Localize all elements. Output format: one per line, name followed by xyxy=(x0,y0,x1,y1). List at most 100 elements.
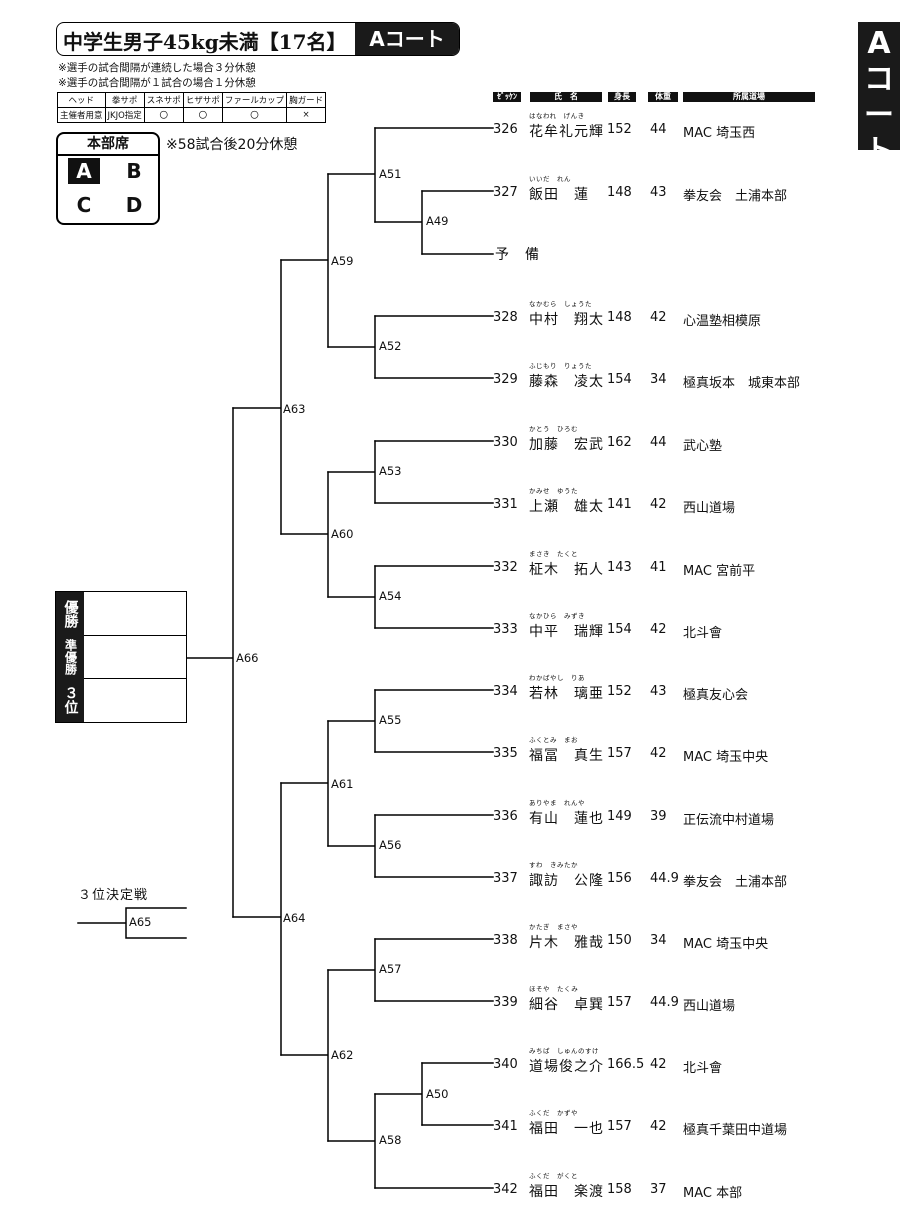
result-label-third: ３位 xyxy=(56,678,84,722)
match-label: A52 xyxy=(379,339,402,353)
entry-ruby: かたぎ まさや xyxy=(529,923,578,931)
hq-cell-c: C xyxy=(76,193,92,217)
equipment-value: JKJO指定 xyxy=(104,107,145,123)
column-header-weight: 体重 xyxy=(648,92,678,102)
hq-cell-a: A xyxy=(68,158,100,184)
entry-height: 152 xyxy=(607,684,632,699)
page-title: 中学生男子45kg未満【17名】 xyxy=(63,30,347,54)
entry-height: 149 xyxy=(607,809,632,824)
entry-dojo: 心温塾相模原 xyxy=(683,314,762,329)
entry-height: 143 xyxy=(607,560,632,575)
entry-number: 334 xyxy=(493,684,518,699)
entry-number: 330 xyxy=(493,435,518,450)
result-label-runner-up: 準優勝 xyxy=(56,635,84,678)
entry-weight: 39 xyxy=(650,809,667,824)
entry-name: 花牟礼元輝 xyxy=(529,124,604,140)
match-label: A54 xyxy=(379,589,402,603)
entry-dojo: 極真友心会 xyxy=(683,688,749,703)
entry-weight: 42 xyxy=(650,1119,667,1134)
entry-number: 339 xyxy=(493,995,518,1010)
entry-dojo: 北斗會 xyxy=(683,626,723,641)
entry-weight: 44 xyxy=(650,435,667,450)
rest-note-2: ※選手の試合間隔が１試合の場合１分休憩 xyxy=(58,77,256,89)
entry-name: 片木 雅哉 xyxy=(529,935,604,951)
entry-dojo: 拳友会 土浦本部 xyxy=(683,875,788,890)
entry-height: 162 xyxy=(607,435,632,450)
entry-dojo: MAC 本部 xyxy=(683,1186,743,1201)
entry-height: 157 xyxy=(607,995,632,1010)
entry-dojo: MAC 埼玉中央 xyxy=(683,750,769,765)
entry-height: 148 xyxy=(607,185,632,200)
court-badge: Aコート xyxy=(355,23,459,55)
entry-weight: 43 xyxy=(650,684,667,699)
entry-number: 328 xyxy=(493,310,518,325)
result-row-runner-up: 準優勝 xyxy=(56,635,186,679)
entry-name: 中平 瑞輝 xyxy=(529,624,604,640)
entry-weight: 42 xyxy=(650,622,667,637)
entry-height: 166.5 xyxy=(607,1057,645,1072)
match-label: A65 xyxy=(129,915,152,929)
entry-ruby: ふくだ かずや xyxy=(529,1109,578,1117)
match-label: A66 xyxy=(236,651,259,665)
result-row-winner: 優勝 xyxy=(56,592,186,636)
entry-ruby: ありやま れんや xyxy=(529,799,585,807)
entry-ruby: いいだ れん xyxy=(529,175,571,183)
entry-name: 福田 楽渡 xyxy=(529,1184,604,1200)
entry-height: 148 xyxy=(607,310,632,325)
entry-ruby: ふくだ がくと xyxy=(529,1172,578,1180)
entry-ruby: はなわれ げんき xyxy=(529,112,585,120)
entry-ruby: まさき たくと xyxy=(529,550,578,558)
entry-dojo: MAC 宮前平 xyxy=(683,564,756,579)
entry-weight: 44.9 xyxy=(650,871,679,886)
entry-ruby: かとう ひろむ xyxy=(529,425,578,433)
match-label: A60 xyxy=(331,527,354,541)
entry-height: 141 xyxy=(607,497,632,512)
match-label: A51 xyxy=(379,167,402,181)
result-label-text: 優勝 xyxy=(62,599,79,628)
entry-name: 福田 一也 xyxy=(529,1121,604,1137)
entry-height: 150 xyxy=(607,933,632,948)
court-side-tab: A コ ー ト xyxy=(858,22,900,169)
entry-ruby: なかむら しょうた xyxy=(529,300,592,308)
entry-height: 157 xyxy=(607,1119,632,1134)
entry-dojo: 正伝流中村道場 xyxy=(683,813,775,828)
entry-number: 327 xyxy=(493,185,518,200)
entry-name: 細谷 卓巽 xyxy=(529,997,604,1013)
entry-weight: 34 xyxy=(650,933,667,948)
column-header-name: 氏 名 xyxy=(530,92,602,102)
results-box: 優勝 準優勝 ３位 xyxy=(55,591,187,723)
entry-name: 柾木 拓人 xyxy=(529,562,604,578)
hq-seat-title: 本部席 xyxy=(58,134,158,156)
entry-ruby: なかひら みずき xyxy=(529,612,585,620)
entry-name: 道場俊之介 xyxy=(529,1059,604,1075)
entry-dojo: 西山道場 xyxy=(683,501,736,516)
equipment-value: 〇 xyxy=(182,107,223,123)
entry-name: 飯田 蓮 xyxy=(529,187,589,203)
entry-height: 158 xyxy=(607,1182,632,1197)
entry-name: 中村 翔太 xyxy=(529,312,604,328)
side-tab-char: ト xyxy=(864,134,894,169)
equipment-table: ヘッド 拳サポ スネサポ ヒザサポ ファールカップ 胸ガード 主催者用意 JKJ… xyxy=(57,92,327,123)
entry-weight: 42 xyxy=(650,1057,667,1072)
column-header-bib: ｾﾞｯｹﾝ xyxy=(493,92,521,102)
match-label: A55 xyxy=(379,713,402,727)
entry-ruby: すわ きみたか xyxy=(529,861,578,869)
entry-number: 326 xyxy=(493,122,518,137)
result-label-text: 準優勝 xyxy=(63,638,78,675)
entry-ruby: ふじもり りょうた xyxy=(529,362,592,370)
entry-dojo: 西山道場 xyxy=(683,999,736,1014)
entry-number: 335 xyxy=(493,746,518,761)
entry-name: 諏訪 公隆 xyxy=(529,873,604,889)
reserve-slot: 予 備 xyxy=(495,247,540,263)
entry-dojo: MAC 埼玉中央 xyxy=(683,937,769,952)
entry-ruby: ふくとみ まお xyxy=(529,736,578,744)
entry-dojo: 武心塾 xyxy=(683,439,723,454)
entry-number: 342 xyxy=(493,1182,518,1197)
entry-number: 329 xyxy=(493,372,518,387)
entry-dojo: 極真千葉田中道場 xyxy=(683,1123,788,1138)
entry-name: 藤森 凌太 xyxy=(529,374,604,390)
hq-cell-d: D xyxy=(125,193,143,217)
entry-dojo: 拳友会 土浦本部 xyxy=(683,189,788,204)
result-label-text: ３位 xyxy=(62,686,79,714)
